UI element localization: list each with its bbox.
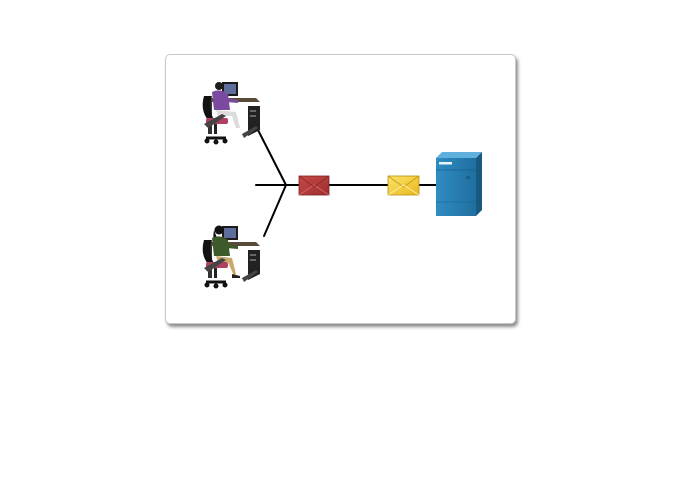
workstation-top [202,82,260,145]
workstation-icon [202,82,260,145]
link-bottom-workstation [263,184,287,237]
server [436,152,482,216]
message-yellow [387,175,420,196]
link-top-workstation [257,129,287,186]
envelope-icon [387,175,420,196]
workstation-icon [202,225,260,289]
envelope-icon [298,175,330,196]
message-red [298,175,330,196]
server-icon [436,152,482,216]
workstation-bottom [202,225,260,289]
